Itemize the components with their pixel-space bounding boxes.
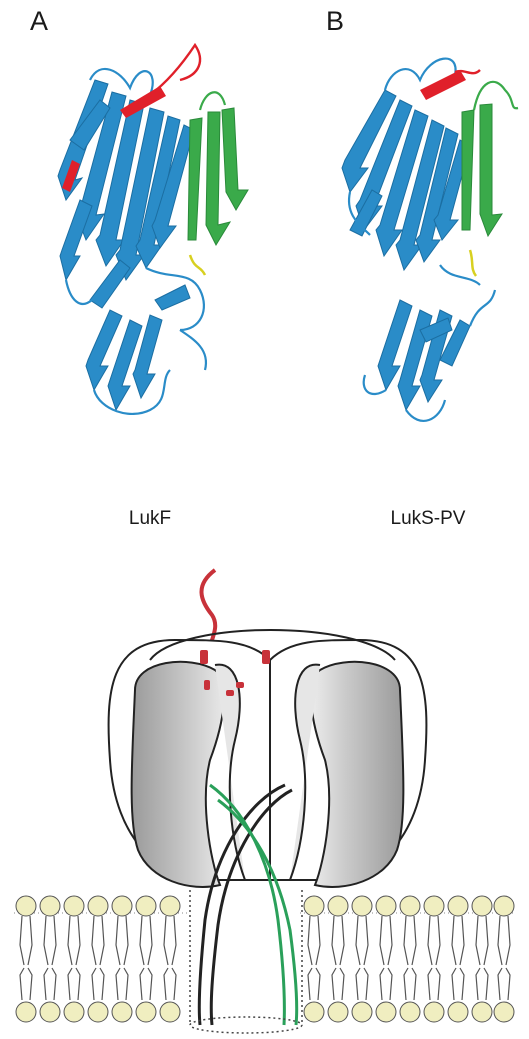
caption-luks-pv: LukS-PV [348,508,508,530]
caption-lukf: LukF [70,508,230,530]
luks-red-region [420,70,480,100]
lipid-tails-left [20,916,176,1000]
lipid-heads-bottom-left [16,1002,180,1022]
lukf-green-strands [188,108,248,245]
lipid-heads-top-right [304,896,514,916]
lukf-beta-sheet [58,80,194,410]
luks-green-strands [462,104,502,236]
lukf-green-loop [200,92,225,110]
lipid-bilayer-right [300,896,515,1022]
lipid-tails-right [308,916,510,1000]
luks-yellow-hinge [470,250,476,276]
lipid-bilayer-left [14,896,190,1022]
lukf-yellow-hinge [190,255,205,275]
luks-structure [342,59,518,421]
lipid-heads-top-left [16,896,180,916]
pore-schematic [109,570,427,1033]
lukf-structure [58,45,248,414]
lipid-heads-bottom-right [304,1002,514,1022]
luks-beta-sheet [342,90,470,410]
